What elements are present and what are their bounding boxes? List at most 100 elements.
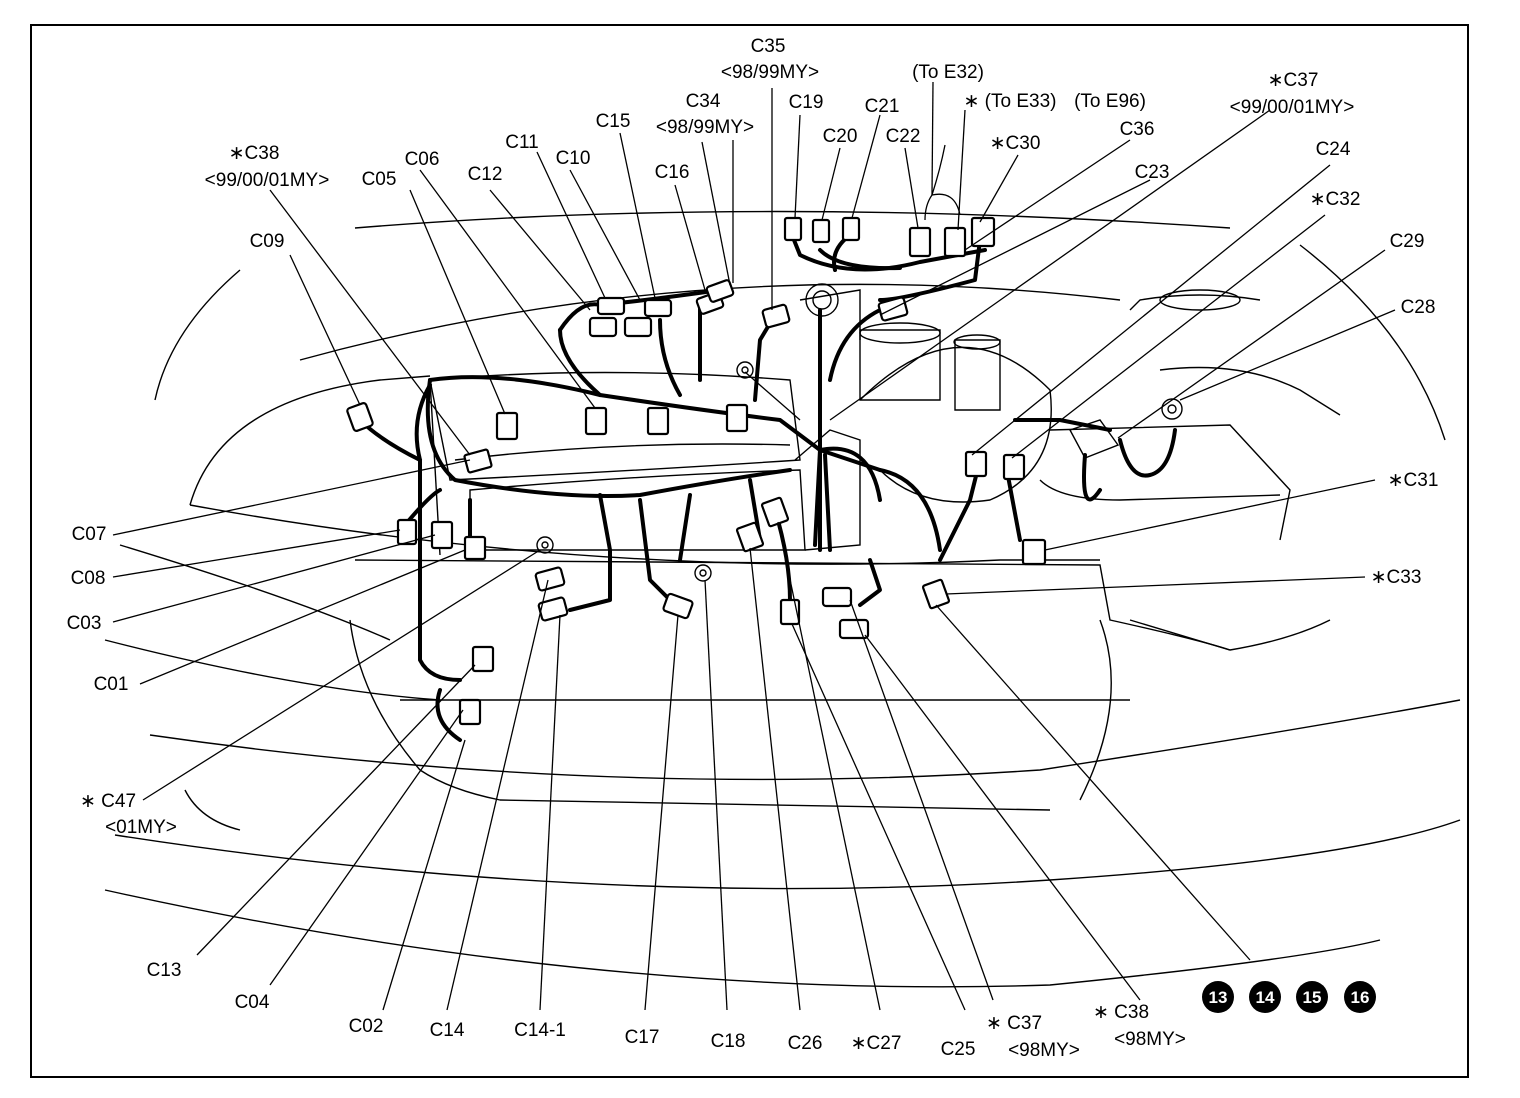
label-c14: C14: [430, 1020, 465, 1041]
page-badges: 13 14 15 16: [1202, 981, 1376, 1013]
label-c17: C17: [625, 1027, 660, 1048]
label-c33: ∗C33: [1371, 567, 1422, 588]
connector-c01: [463, 535, 487, 561]
label-c12: C12: [468, 164, 503, 185]
label-c24: C24: [1316, 139, 1351, 160]
connector-c07: [463, 448, 493, 474]
connector-c18: [735, 521, 765, 553]
label-c36: C36: [1120, 119, 1155, 140]
connector-c10: [725, 403, 749, 433]
label-c08: C08: [71, 568, 106, 589]
page-badge-1: 13: [1202, 981, 1234, 1013]
label-c01: C01: [94, 674, 129, 695]
label-c07: C07: [72, 524, 107, 545]
connector-c20: [811, 218, 831, 244]
label-c26: C26: [788, 1033, 823, 1054]
label-c18: C18: [711, 1031, 746, 1052]
connector-labels: C35 <98/99MY> (To E32) ∗C37 <99/00/01MY>…: [67, 36, 1439, 1061]
connector-c04: [458, 698, 482, 726]
label-c31: ∗C31: [1388, 470, 1439, 491]
label-to-e32: (To E32): [912, 62, 984, 83]
label-c30: ∗C30: [990, 133, 1041, 154]
label-c25: C25: [941, 1039, 976, 1060]
label-c21: C21: [865, 96, 900, 117]
label-c19: C19: [789, 92, 824, 113]
connector-c36: [943, 226, 967, 258]
connector-c13: [471, 645, 495, 673]
connector-c15: [623, 316, 653, 338]
connector-c37-98: [838, 618, 870, 640]
connector-c22: [908, 226, 932, 258]
connector-c14: [534, 566, 566, 592]
label-c38-bot: ∗ C38: [1093, 1002, 1149, 1023]
label-c37-bot: ∗ C37: [986, 1013, 1042, 1034]
label-c20: C20: [823, 126, 858, 147]
label-c37-top: ∗C37: [1268, 70, 1319, 91]
label-c13: C13: [147, 960, 182, 981]
label-c37-bot-sub: <98MY>: [1008, 1040, 1080, 1061]
label-c27: ∗C27: [851, 1033, 902, 1054]
connector-c19: [783, 216, 803, 242]
connector-c15b: [643, 298, 673, 318]
connector-c17: [662, 592, 694, 620]
label-c32: ∗C32: [1310, 189, 1361, 210]
svg-text:16: 16: [1351, 988, 1370, 1007]
connector-c16b: [705, 279, 735, 303]
connector-c35: [761, 303, 791, 329]
svg-text:14: 14: [1256, 988, 1275, 1007]
label-c09: C09: [250, 231, 285, 252]
connector-c03: [430, 520, 454, 550]
label-c38-top: ∗C38: [229, 143, 280, 164]
label-c02: C02: [349, 1016, 384, 1037]
label-c34: C34: [686, 91, 721, 112]
label-c38-top-sub: <99/00/01MY>: [205, 170, 330, 191]
label-c29: C29: [1390, 231, 1425, 252]
label-c14-1: C14-1: [514, 1020, 566, 1041]
label-c35: C35: [751, 36, 786, 57]
connector-c33: [921, 578, 951, 610]
connectors: [346, 216, 1047, 726]
label-c15: C15: [596, 111, 631, 132]
connector-c09: [346, 402, 374, 432]
label-c23: C23: [1135, 162, 1170, 183]
label-c47: ∗ C47: [80, 791, 136, 812]
label-c28: C28: [1401, 297, 1436, 318]
engine-block-sketch: [429, 283, 1241, 582]
label-c22: C22: [886, 126, 921, 147]
connector-c24: [964, 450, 988, 478]
label-c34-sub: <98/99MY>: [656, 117, 754, 138]
label-c11: C11: [505, 132, 538, 153]
connector-c31: [1021, 538, 1047, 566]
connector-c11: [588, 316, 618, 338]
label-c38-bot-sub: <98MY>: [1114, 1029, 1186, 1050]
page-badge-4: 16: [1344, 981, 1376, 1013]
connector-c26: [760, 496, 790, 528]
connector-c21: [841, 216, 861, 242]
label-c05: C05: [362, 169, 397, 190]
page-badge-2: 14: [1249, 981, 1281, 1013]
label-c16: C16: [655, 162, 690, 183]
svg-text:13: 13: [1209, 988, 1228, 1007]
connector-c30: [970, 216, 996, 248]
label-to-e96: (To E96): [1074, 91, 1146, 112]
connector-c12: [646, 406, 670, 436]
leader-lines: [112, 81, 1396, 1011]
connector-c11b: [596, 296, 626, 316]
label-c06: C06: [405, 149, 440, 170]
page-badge-3: 15: [1296, 981, 1328, 1013]
svg-text:15: 15: [1303, 988, 1322, 1007]
diagram-border: [30, 24, 1469, 1078]
vehicle-body-outline: [104, 210, 1461, 988]
label-c03: C03: [67, 613, 102, 634]
connector-c08: [396, 518, 418, 546]
connector-c05: [495, 411, 519, 441]
label-c37-top-sub: <99/00/01MY>: [1230, 97, 1355, 118]
label-to-e33: ∗ (To E33): [963, 91, 1056, 112]
label-c10: C10: [556, 148, 591, 169]
connector-c06: [584, 406, 608, 436]
connector-c27: [779, 598, 801, 626]
connector-c32: [1002, 453, 1026, 481]
label-c35-sub: <98/99MY>: [721, 62, 819, 83]
label-c04: C04: [235, 992, 270, 1013]
